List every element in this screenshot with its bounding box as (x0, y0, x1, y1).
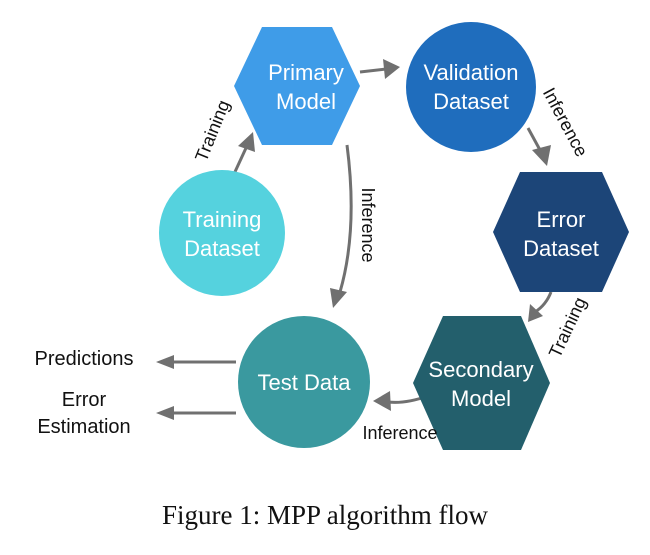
node-label: Dataset (433, 89, 509, 114)
hexagon-shape (493, 172, 629, 292)
output-predictions: Predictions (35, 348, 134, 370)
arrowhead-icon (532, 145, 551, 166)
arrowhead-icon (238, 132, 255, 152)
node-label: Model (276, 89, 336, 114)
arrowhead-icon (528, 304, 543, 322)
edge-validation-to-error (526, 127, 542, 151)
node-label: Dataset (184, 236, 260, 261)
hexagon-shape (234, 27, 360, 145)
edge-primary-to-validation (359, 67, 387, 74)
node-test-data: Test Data (238, 316, 370, 448)
edge-label-training: Training (545, 294, 590, 361)
node-label: Dataset (523, 236, 599, 261)
circle-shape (406, 22, 536, 152)
node-label: Secondary (428, 357, 533, 382)
edge-primary-to-test (338, 144, 353, 293)
edge-label-training: Training (191, 97, 234, 164)
output-error-estimation: Estimation (37, 416, 130, 438)
arrowhead-icon (383, 59, 400, 79)
node-training-dataset: Training Dataset (159, 170, 285, 296)
edge-training-to-primary (232, 147, 248, 175)
mpp-flow-diagram: Primary Model Validation Dataset Error D… (35, 22, 629, 450)
node-label: Primary (268, 60, 344, 85)
arrowhead-icon (156, 406, 174, 420)
edge-label-inference: Inference (362, 423, 437, 443)
figure-caption: Figure 1: MPP algorithm flow (161, 500, 488, 530)
node-label: Test Data (258, 370, 352, 395)
node-secondary-model: Secondary Model (413, 316, 550, 450)
arrowhead-icon (330, 288, 347, 308)
edge-error-to-secondary (534, 291, 553, 314)
node-validation-dataset: Validation Dataset (406, 22, 536, 152)
output-error-estimation: Error (62, 389, 107, 411)
node-label: Model (451, 386, 511, 411)
arrowhead-icon (156, 355, 174, 369)
arrowhead-icon (373, 391, 391, 411)
node-label: Training (183, 207, 262, 232)
node-error-dataset: Error Dataset (493, 172, 629, 292)
node-label: Error (537, 207, 586, 232)
edge-label-inference: Inference (358, 187, 378, 262)
hexagon-shape (413, 316, 550, 450)
circle-shape (159, 170, 285, 296)
edges (156, 59, 553, 420)
circle-shape (238, 316, 370, 448)
node-label: Validation (424, 60, 519, 85)
node-primary-model: Primary Model (234, 27, 360, 145)
